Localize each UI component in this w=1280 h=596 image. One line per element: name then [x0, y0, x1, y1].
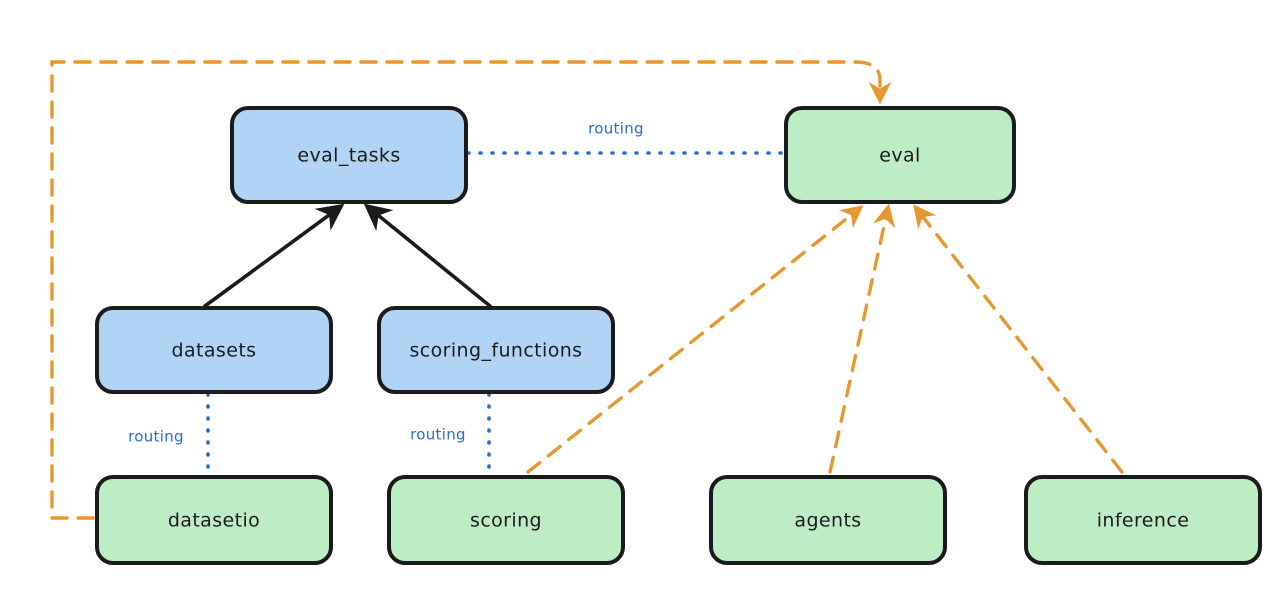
- node-box: [784, 106, 1016, 204]
- node-box: [230, 106, 468, 204]
- edge-label-routing-scoring: routing: [410, 426, 466, 444]
- node-label: inference: [1097, 510, 1190, 532]
- edge-scoring-eval[interactable]: [526, 205, 864, 474]
- node-label: eval: [879, 145, 920, 167]
- edge-labels: routing routing routing: [128, 120, 644, 446]
- node-box: [387, 475, 625, 565]
- node-box: [377, 306, 615, 394]
- node-label: eval_tasks: [297, 145, 400, 167]
- edge-label-routing-eval: routing: [588, 120, 644, 138]
- edge-agents-eval[interactable]: [828, 203, 896, 474]
- edge-scoring-functions-eval-tasks[interactable]: [363, 203, 492, 308]
- node-datasetio[interactable]: datasetio: [95, 475, 333, 565]
- routing-edges: [206, 151, 786, 477]
- node-label: datasets: [172, 340, 257, 362]
- node-box: [709, 475, 947, 565]
- solid-edges: [203, 203, 492, 308]
- node-label: datasetio: [168, 510, 260, 532]
- edge-inference-eval[interactable]: [913, 204, 1124, 474]
- node-label: scoring_functions: [410, 340, 583, 362]
- node-box: [95, 475, 333, 565]
- node-datasets[interactable]: datasets: [95, 306, 333, 394]
- edge-datasets-eval-tasks[interactable]: [203, 203, 345, 308]
- node-agents[interactable]: agents: [709, 475, 947, 565]
- node-box: [95, 306, 333, 394]
- node-eval[interactable]: eval: [784, 106, 1016, 204]
- edge-datasetio-eval[interactable]: [50, 60, 892, 520]
- node-eval_tasks[interactable]: eval_tasks: [230, 106, 468, 204]
- node-box: [1024, 475, 1262, 565]
- dependency-edges: [50, 60, 1124, 520]
- node-label: scoring: [470, 510, 542, 532]
- edge-label-routing-datasetio: routing: [128, 428, 184, 446]
- node-scoring[interactable]: scoring: [387, 475, 625, 565]
- node-label: agents: [794, 510, 861, 532]
- node-inference[interactable]: inference: [1024, 475, 1262, 565]
- node-scoring_functions[interactable]: scoring_functions: [377, 306, 615, 394]
